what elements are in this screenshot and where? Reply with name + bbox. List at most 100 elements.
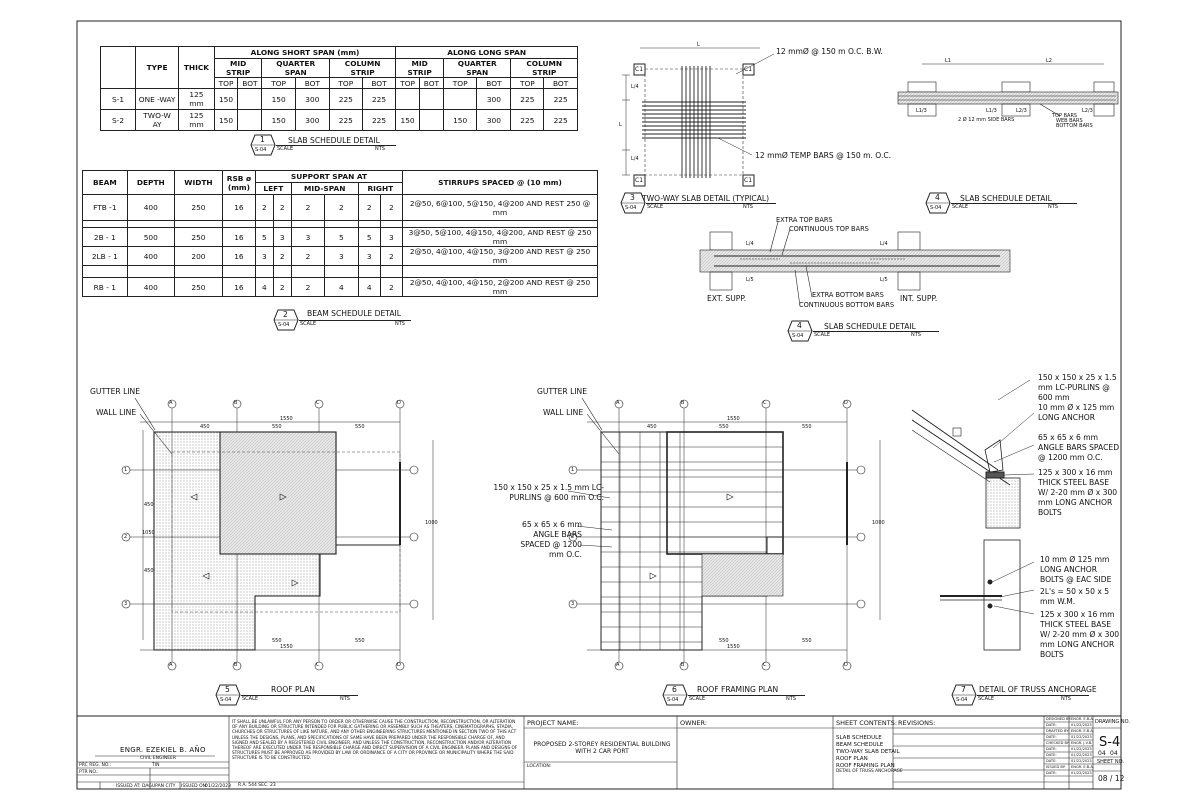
date-label: DATE: [1046,723,1057,727]
cell: 2 [379,246,404,266]
drawing-of: 04 [1098,750,1106,757]
cell: 150 [443,109,478,131]
drawing-of-total: 04 [1110,750,1118,757]
top-header: TOP [443,77,478,89]
grid-label-b: B [234,400,238,406]
sheet-content-item: ROOF FRAMING PLAN [836,763,895,769]
grid-label-c: C [316,400,320,406]
nts-label: NTS [1048,204,1058,210]
owner-label: OWNER: [680,719,708,727]
cell: FTB -1 [82,194,128,221]
cell: 5 [357,227,381,247]
gutter-line-label: GUTTER LINE [537,387,588,396]
table-row: RB - 1 400 250 16 4 2 2 4 4 2 2@50, 4@10… [82,277,598,297]
dim-l2-3: L2/3 [1082,108,1093,114]
hexagon-icon [215,684,241,706]
sheet-ref: S-04 [255,147,267,153]
grid-label-c: C [316,662,320,668]
table-row: 2B - 1 500 250 16 5 3 3 5 5 3 3@50, 5@10… [82,227,598,247]
scale-label: SCALE [814,332,831,338]
dim-label: 450 [647,424,657,430]
detail-number: 2 [283,310,288,319]
nts-label: NTS [911,332,921,338]
top-header: TOP [213,77,239,89]
truss-note-base-2: 125 x 300 x 16 mm THICK STEEL BASE W/ 2-… [1040,610,1120,659]
cell: 225 [543,109,578,131]
cell: 2 [379,277,404,297]
detail-title: SLAB SCHEDULE DETAIL [960,194,1052,203]
table-row: S-1 ONE -WAY 125 mm 150 150 300 225 225 … [100,88,578,110]
wall-line-label: WALL LINE [96,408,137,417]
cell: 16 [221,246,256,266]
dim-label: 1550 [280,416,293,422]
title-underline [646,203,776,204]
cell: 2 [290,246,326,266]
cell: 16 [221,194,256,221]
ext-support-label: EXT. SUPP. [707,294,747,303]
cell: 150 [213,109,239,131]
mid-strip-header: MID STRIP [395,58,445,78]
dim-l2-3: L2/3 [1016,108,1027,114]
checked-by-label: CHECKED BY: [1046,741,1070,745]
detail-title: TWO-WAY SLAB DETAIL (TYPICAL) [642,194,770,203]
dim-l4: L/4 [880,241,888,247]
cell: 125 mm [178,109,215,131]
dim-label: 1550 [727,644,740,650]
extra-top-bars-label: EXTRA TOP BARS [776,216,833,224]
date-label: DATE: [1046,735,1057,739]
date-label: DATE: [1046,747,1057,751]
title-block-lines [77,716,1121,789]
hexagon-icon [951,684,977,706]
title-underline [299,320,411,321]
rsb-header: RSB ø (mm) [221,170,256,195]
dim-label: 450 [144,568,154,574]
prc-label: PRC REG. NO.: [79,763,112,768]
title-underline [951,203,1077,204]
top-header: TOP [261,77,296,89]
dim-label: 1000 [872,520,885,526]
cell: 150 [261,109,296,131]
detail-title: ROOF PLAN [271,685,315,694]
cell: 2 [379,194,404,221]
mid-span-header: MID-SPAN [290,182,359,195]
grid-label-b: B [234,662,238,668]
dim-label: 450 [200,424,210,430]
grid-label-b: B [681,400,685,406]
quarter-span-header: QUARTER SPAN [261,58,330,78]
cell: 250 [173,227,223,247]
scale-label: SCALE [952,204,969,210]
quarter-span-header: QUARTER SPAN [443,58,512,78]
title-underline [977,695,1089,696]
nts-label: NTS [743,204,753,210]
ra-label: R.A. 544 SEC. 23 [238,783,276,788]
slab-thick-header: THICK [178,46,215,89]
grid-label-d: D [844,400,848,406]
dim-label: 550 [719,424,729,430]
grid-label-c: C [763,400,767,406]
dim-label: 550 [272,638,282,644]
sheet-ref: S-04 [930,205,942,211]
cell: RB - 1 [82,277,128,297]
sheet-number: 08 / 12 [1098,774,1125,783]
cell: 3 [290,227,326,247]
beam-schedule-table: BEAM DEPTH WIDTH RSB ø (mm) SUPPORT SPAN… [82,170,598,297]
title-underline [813,331,939,332]
dim-label: 550 [802,638,812,644]
column-c1: C1 [744,66,753,73]
dim-l4: L/4 [631,156,639,162]
cell: ONE -WAY [134,88,180,110]
sheet-ref: S-04 [625,205,637,211]
cell: 300 [476,109,512,131]
short-span-header: ALONG SHORT SPAN (mm) [213,46,397,59]
scale-label: SCALE [277,146,294,152]
cell: S-1 [100,88,136,110]
purlins-note: 150 x 150 x 25 x 1.5 mm LC-PURLINS @ 600… [493,483,604,502]
column-strip-header: COLUMN STRIP [328,58,397,78]
grid-label-a: A [169,662,173,668]
detail-title: SLAB SCHEDULE DETAIL [824,322,916,331]
cell: 2B - 1 [82,227,128,247]
issued-by-value: ENGR. E.B.A. [1071,765,1094,769]
cell: 225 [510,109,545,131]
